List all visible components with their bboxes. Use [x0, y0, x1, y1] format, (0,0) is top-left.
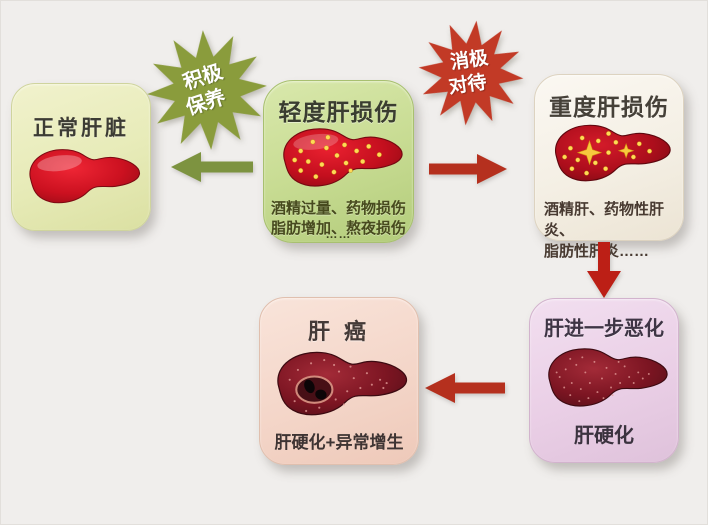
- severe-damage-causes: 酒精肝、药物性肝炎、 脂肪性肝炎……: [535, 199, 683, 262]
- liver-mild-damage-icon: [283, 128, 403, 187]
- arrow-worse-to-cancer: [425, 373, 505, 403]
- mild-causes-line1: 酒精过量、药物损伤: [270, 200, 406, 217]
- mild-damage-title: 轻度肝损伤: [278, 99, 399, 125]
- red-arrow-down-icon: [587, 242, 621, 298]
- arrow-severe-to-worse: [587, 242, 621, 298]
- arrow-mild-to-severe: [429, 154, 507, 184]
- mild-causes-line2: 脂肪增加、熬夜损伤: [270, 220, 406, 237]
- node-liver-deterioration: 肝进一步恶化 肝硬化: [529, 298, 679, 463]
- fat-spots: [292, 134, 382, 180]
- deterioration-title: 肝进一步恶化: [544, 318, 664, 340]
- red-arrow-right-icon: [429, 154, 507, 184]
- node-liver-cancer: 肝 癌: [259, 297, 419, 465]
- severe-damage-title: 重度肝损伤: [549, 94, 669, 120]
- damage-star-sparkles: [576, 139, 635, 166]
- red-starburst-icon: [418, 20, 524, 126]
- green-arrow-left-icon: [171, 152, 253, 182]
- liver-cancer-icon: [277, 351, 407, 416]
- tumor-lesion: [295, 375, 334, 404]
- arrow-mild-to-normal: [171, 152, 253, 182]
- liver-cancer-title: 肝 癌: [307, 319, 371, 344]
- badge-positive-care: 积极 保养: [138, 21, 277, 160]
- severe-causes-line2: 脂肪性肝炎……: [544, 243, 650, 260]
- node-normal-liver: 正常肝脏: [11, 83, 151, 231]
- green-starburst-icon: [147, 30, 267, 150]
- mild-causes-ellipsis: ……: [325, 227, 352, 241]
- negative-attitude-label: 消极 对待: [407, 9, 536, 138]
- liver-cirrhosis-icon: [548, 348, 668, 407]
- negative-attitude-line2: 对待: [447, 72, 488, 99]
- cancer-speckles: [288, 359, 388, 413]
- cirrhosis-speckles: [555, 356, 650, 403]
- liver-normal-icon: [29, 149, 140, 204]
- cirrhosis-label: 肝硬化: [574, 425, 634, 447]
- mild-damage-causes: 酒精过量、药物损伤 脂肪增加、熬夜损伤: [264, 199, 413, 239]
- liver-severe-damage-icon: [555, 124, 671, 182]
- node-mild-liver-damage: 轻度肝损伤 酒精过量、药物损伤 脂肪增加、熬夜损伤: [263, 80, 414, 243]
- cancer-cause-label: 肝硬化+异常增生: [274, 433, 404, 452]
- red-arrow-left-icon: [425, 373, 505, 403]
- normal-liver-title: 正常肝脏: [33, 117, 129, 140]
- node-severe-liver-damage: 重度肝损伤 酒精肝、药物性肝炎、: [534, 74, 684, 260]
- severe-causes-line1: 酒精肝、药物性肝炎、: [544, 201, 665, 239]
- badge-negative-attitude: 消极 对待: [408, 10, 533, 135]
- fat-spots: [562, 131, 652, 176]
